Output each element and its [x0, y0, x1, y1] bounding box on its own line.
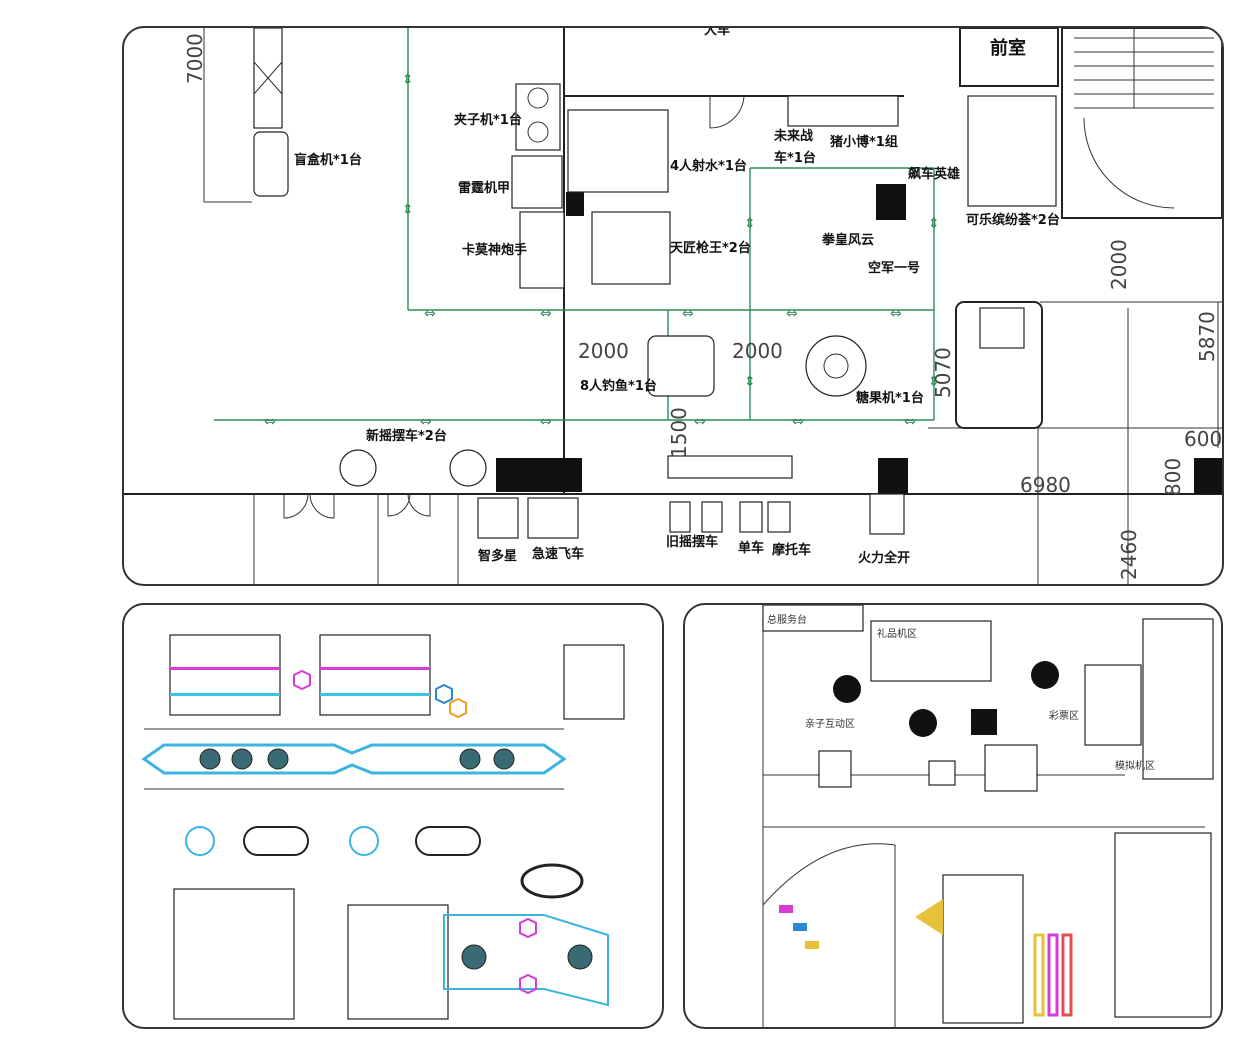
label-service-desk: 总服务台 — [767, 613, 807, 626]
svg-text:⇔: ⇔ — [264, 414, 276, 430]
label-gun-king: 天匠枪王*2台 — [670, 240, 751, 256]
svg-text:⇕: ⇕ — [402, 72, 414, 88]
label-pig: 猪小博*1组 — [829, 134, 898, 150]
dim-600: 600 — [1184, 427, 1222, 451]
dim-5070: 5070 — [931, 347, 955, 398]
stair-block — [1061, 28, 1222, 219]
color-layout-plan-panel — [122, 603, 664, 1029]
path-arrows: ⇕ ⇕ ⇔ ⇔ ⇔ ⇔ ⇔ ⇕ ⇕ ⇕ ⇕ ⇔ ⇔ ⇔ ⇔ ⇔ ⇔ — [264, 72, 940, 430]
svg-text:⇕: ⇕ — [928, 374, 940, 390]
svg-text:⇕: ⇕ — [744, 374, 756, 390]
lower-machines — [185, 826, 584, 899]
front-room — [959, 28, 1059, 87]
label-parent-zone: 亲子互动区 — [805, 717, 855, 730]
label-new-swing: 新摇摆车*2台 — [366, 428, 447, 444]
main-floor-plan-panel: ⇕ ⇕ ⇔ ⇔ ⇔ ⇔ ⇔ ⇕ ⇕ ⇕ ⇕ ⇔ ⇔ ⇔ ⇔ ⇔ ⇔ — [122, 26, 1224, 586]
label-claw: 夹子机*1台 — [454, 112, 522, 128]
svg-text:⇔: ⇔ — [904, 414, 916, 430]
label-cola-prize: 可乐缤纷荟*2台 — [966, 212, 1060, 228]
circulation-paths — [214, 28, 935, 421]
label-fishing: 8人钓鱼*1台 — [580, 378, 657, 394]
zone-machines — [818, 661, 1059, 792]
label-thunder-mech: 雷霆机甲 — [458, 180, 510, 196]
label-bike: 单车 — [738, 540, 764, 556]
zone-layout-plan: 总服务台 礼品机区 亲子互动区 彩票区 模拟机区 — [762, 605, 1214, 1027]
color-layout-plan — [141, 634, 625, 1020]
dim-2460: 2460 — [1117, 529, 1141, 580]
label-firepower: 火力全开 — [858, 550, 910, 566]
label-future-car: 未来战 — [773, 128, 813, 144]
hexagon-markers — [293, 669, 467, 719]
svg-text:⇔: ⇔ — [424, 306, 436, 322]
label-candy: 糖果机*1台 — [856, 390, 924, 406]
label-racing-hero: 飙车英雄 — [908, 166, 960, 182]
top-machine-rows — [169, 634, 431, 716]
dim-6980: 6980 — [1020, 473, 1071, 497]
label-future-car-2: 车*1台 — [774, 150, 816, 166]
track-machines — [199, 748, 515, 770]
dim-7000: 7000 — [183, 33, 207, 84]
label-motorbike: 摩托车 — [772, 542, 811, 558]
lower-structure — [173, 888, 609, 1020]
svg-text:⇔: ⇔ — [420, 414, 432, 430]
svg-text:⇔: ⇔ — [890, 306, 902, 322]
svg-text:⇕: ⇕ — [744, 216, 756, 232]
label-blind-box: 盲盒机*1台 — [294, 152, 362, 168]
central-track — [141, 728, 567, 790]
label-fist-king: 拳皇风云 — [821, 232, 874, 248]
zone-layout-plan-panel: 总服务台 礼品机区 亲子互动区 彩票区 模拟机区 — [683, 603, 1223, 1029]
dim-2000-b: 2000 — [732, 339, 783, 363]
svg-text:⇕: ⇕ — [402, 202, 414, 218]
label-kamen-gunner: 卡莫神炮手 — [462, 242, 527, 258]
dim-2000-vertical: 2000 — [1107, 239, 1131, 290]
svg-text:⇔: ⇔ — [540, 306, 552, 322]
zone-structure — [762, 605, 1214, 1027]
label-big-car: 大车 — [704, 28, 730, 38]
svg-text:⇔: ⇔ — [792, 414, 804, 430]
label-front-room: 前室 — [990, 37, 1026, 59]
machine-blocks — [253, 28, 1222, 539]
svg-text:⇔: ⇔ — [694, 414, 706, 430]
stair-block — [563, 644, 625, 720]
label-sim-zone: 模拟机区 — [1115, 759, 1155, 772]
label-lottery-zone: 彩票区 — [1049, 710, 1079, 722]
door-swing — [709, 95, 745, 129]
dim-800: 800 — [1161, 458, 1185, 496]
dim-1500: 1500 — [667, 407, 691, 458]
label-speed-car: 急速飞车 — [532, 546, 584, 562]
main-floor-plan: ⇕ ⇕ ⇔ ⇔ ⇔ ⇔ ⇔ ⇕ ⇕ ⇕ ⇕ ⇔ ⇔ ⇔ ⇔ ⇔ ⇔ — [124, 28, 1222, 584]
label-zhiduoxing: 智多星 — [478, 548, 517, 564]
label-air-force: 空军一号 — [868, 260, 920, 276]
stairs — [1074, 28, 1214, 209]
svg-text:⇕: ⇕ — [928, 216, 940, 232]
dim-2000-a: 2000 — [578, 339, 629, 363]
dim-5870: 5870 — [1195, 311, 1219, 362]
svg-text:⇔: ⇔ — [786, 306, 798, 322]
label-gift-zone: 礼品机区 — [877, 627, 917, 640]
bottom-doors — [253, 493, 459, 584]
play-area — [779, 874, 1073, 1024]
svg-text:⇔: ⇔ — [540, 414, 552, 430]
label-water-shoot: 4人射水*1台 — [670, 158, 747, 174]
svg-text:⇔: ⇔ — [682, 306, 694, 322]
label-old-swing: 旧摇摆车 — [666, 534, 718, 550]
